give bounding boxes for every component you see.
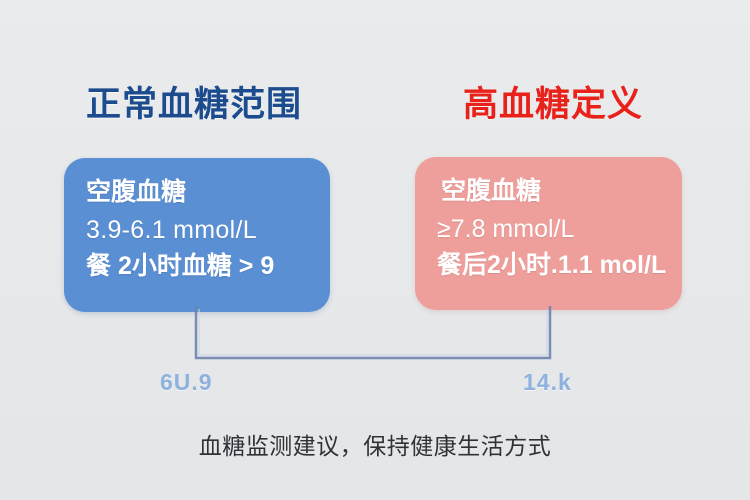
normal-fasting-label: 空腹血糖 xyxy=(86,178,187,206)
caption-text: 血糖监测建议，保持健康生活方式 xyxy=(198,433,552,459)
hyperglycemia-definition-title: 高血糖定义 xyxy=(463,85,644,124)
connector-bracket xyxy=(194,306,552,360)
normal-fasting-value: 3.9-6.1 mmol/L xyxy=(86,216,257,244)
right-value-label: 14.k xyxy=(523,369,572,395)
hyperglycemia-card: 空腹血糖 ≥7.8 mmol/L 餐后2小时.1.1 mol/L xyxy=(415,157,682,310)
left-value-label: 6U.9 xyxy=(160,369,213,395)
normal-range-card: 空腹血糖 3.9-6.1 mmol/L 餐 2小时血糖 > 9 xyxy=(64,158,330,312)
high-fasting-value: ≥7.8 mmol/L xyxy=(437,215,575,243)
normal-postprandial-value: 餐 2小时血糖 > 9 xyxy=(86,252,275,280)
high-postprandial-value: 餐后2小时.1.1 mol/L xyxy=(437,251,667,279)
high-fasting-label: 空腹血糖 xyxy=(441,177,542,205)
normal-range-title: 正常血糖范围 xyxy=(86,85,303,124)
